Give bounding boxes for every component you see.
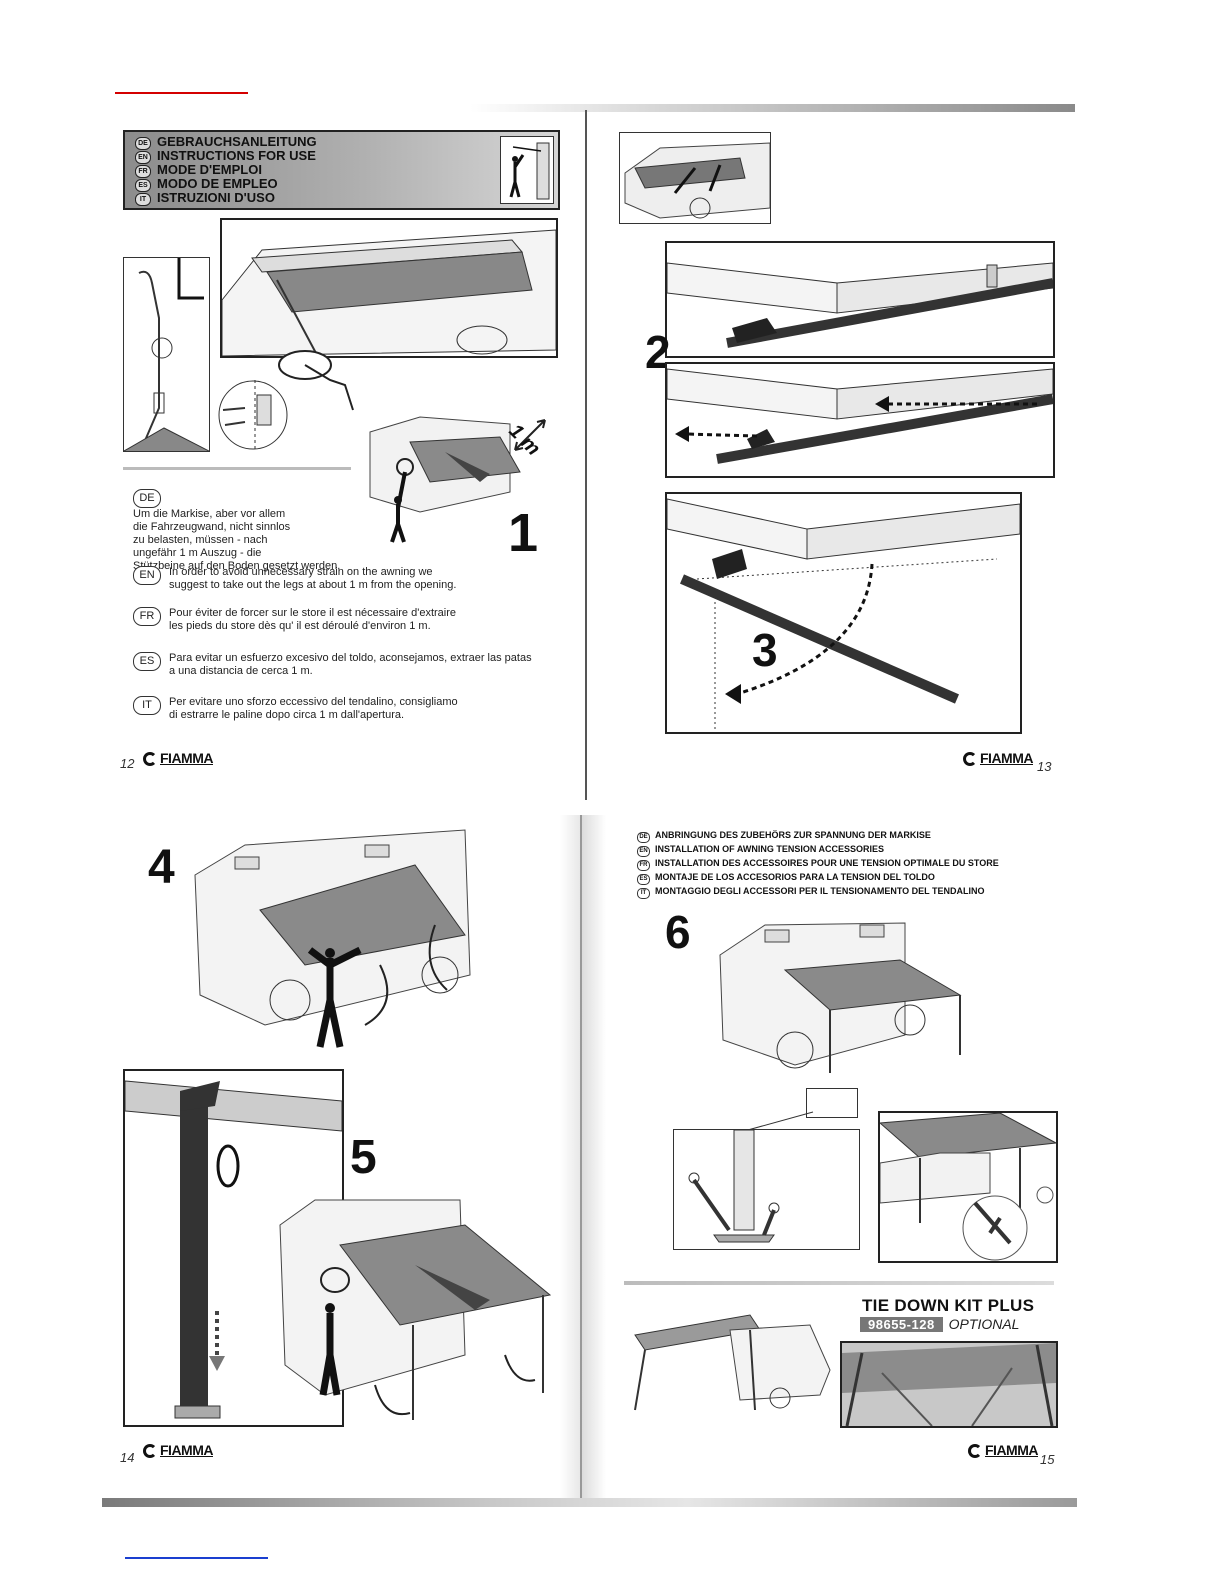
crank-handle-icon	[275, 340, 370, 420]
fold-shade-right	[582, 815, 606, 1505]
step2-figure-top	[665, 241, 1055, 358]
bottom-scan-shadow	[102, 1498, 1077, 1507]
step6-camper-figure	[715, 915, 970, 1075]
fold-shade-left	[560, 815, 580, 1505]
center-fold-top	[585, 110, 587, 800]
tie-down-kit-photo	[840, 1341, 1058, 1428]
step-number-4: 4	[148, 841, 175, 894]
step-number-6: 6	[665, 906, 691, 958]
fiamma-logo: FIAMMA	[968, 1442, 1039, 1458]
tie-down-kit-code-row: 98655-128 OPTIONAL	[860, 1316, 1019, 1334]
fiamma-logo-icon	[963, 752, 977, 766]
blue-underline-mark	[125, 1557, 268, 1559]
step-number-3: 3	[752, 624, 778, 676]
step1-camper-figure	[360, 412, 535, 554]
fiamma-logo: FIAMMA	[963, 750, 1034, 766]
step-number-5: 5	[350, 1131, 377, 1184]
crank-handle-detail	[123, 257, 210, 452]
top-scan-shadow	[470, 104, 1075, 112]
step4-camper-figure	[185, 825, 485, 1050]
red-underline-mark	[115, 92, 248, 94]
distance-arrow-icon	[505, 412, 565, 458]
optional-label: OPTIONAL	[948, 1316, 1020, 1332]
divider	[624, 1281, 1054, 1285]
step-number-1: 1	[508, 503, 539, 563]
fiamma-logo: FIAMMA	[143, 750, 214, 766]
page-number-14: 14	[120, 1450, 135, 1465]
bracket-detail-circle	[215, 380, 290, 450]
awning-closeup-figure	[220, 218, 558, 358]
step6-tension-detail	[878, 1111, 1058, 1263]
person-crank-icon	[500, 136, 554, 204]
divider	[123, 467, 351, 470]
overview-thumbnail	[619, 132, 771, 224]
fiamma-logo: FIAMMA	[143, 1442, 214, 1458]
page-number-15: 15	[1040, 1452, 1055, 1467]
step3-figure	[665, 492, 1022, 734]
product-code: 98655-128	[860, 1317, 943, 1332]
peg-callout-box	[806, 1088, 858, 1118]
center-fold-bottom	[580, 815, 582, 1505]
page-number-13: 13	[1037, 759, 1052, 774]
step5-camper-figure	[275, 1195, 560, 1430]
fiamma-logo-icon	[143, 1444, 157, 1458]
tie-down-van-figure	[630, 1310, 835, 1420]
text-de: DEUm die Markise, aber vor allem die Fah…	[133, 489, 373, 573]
step2-figure-bottom	[665, 362, 1055, 478]
fiamma-logo-icon	[968, 1444, 982, 1458]
page-number-12: 12	[120, 756, 135, 771]
leg-base-detail	[673, 1129, 860, 1250]
tie-down-kit-title: TIE DOWN KIT PLUS	[862, 1296, 1035, 1315]
fiamma-logo-icon	[143, 752, 157, 766]
